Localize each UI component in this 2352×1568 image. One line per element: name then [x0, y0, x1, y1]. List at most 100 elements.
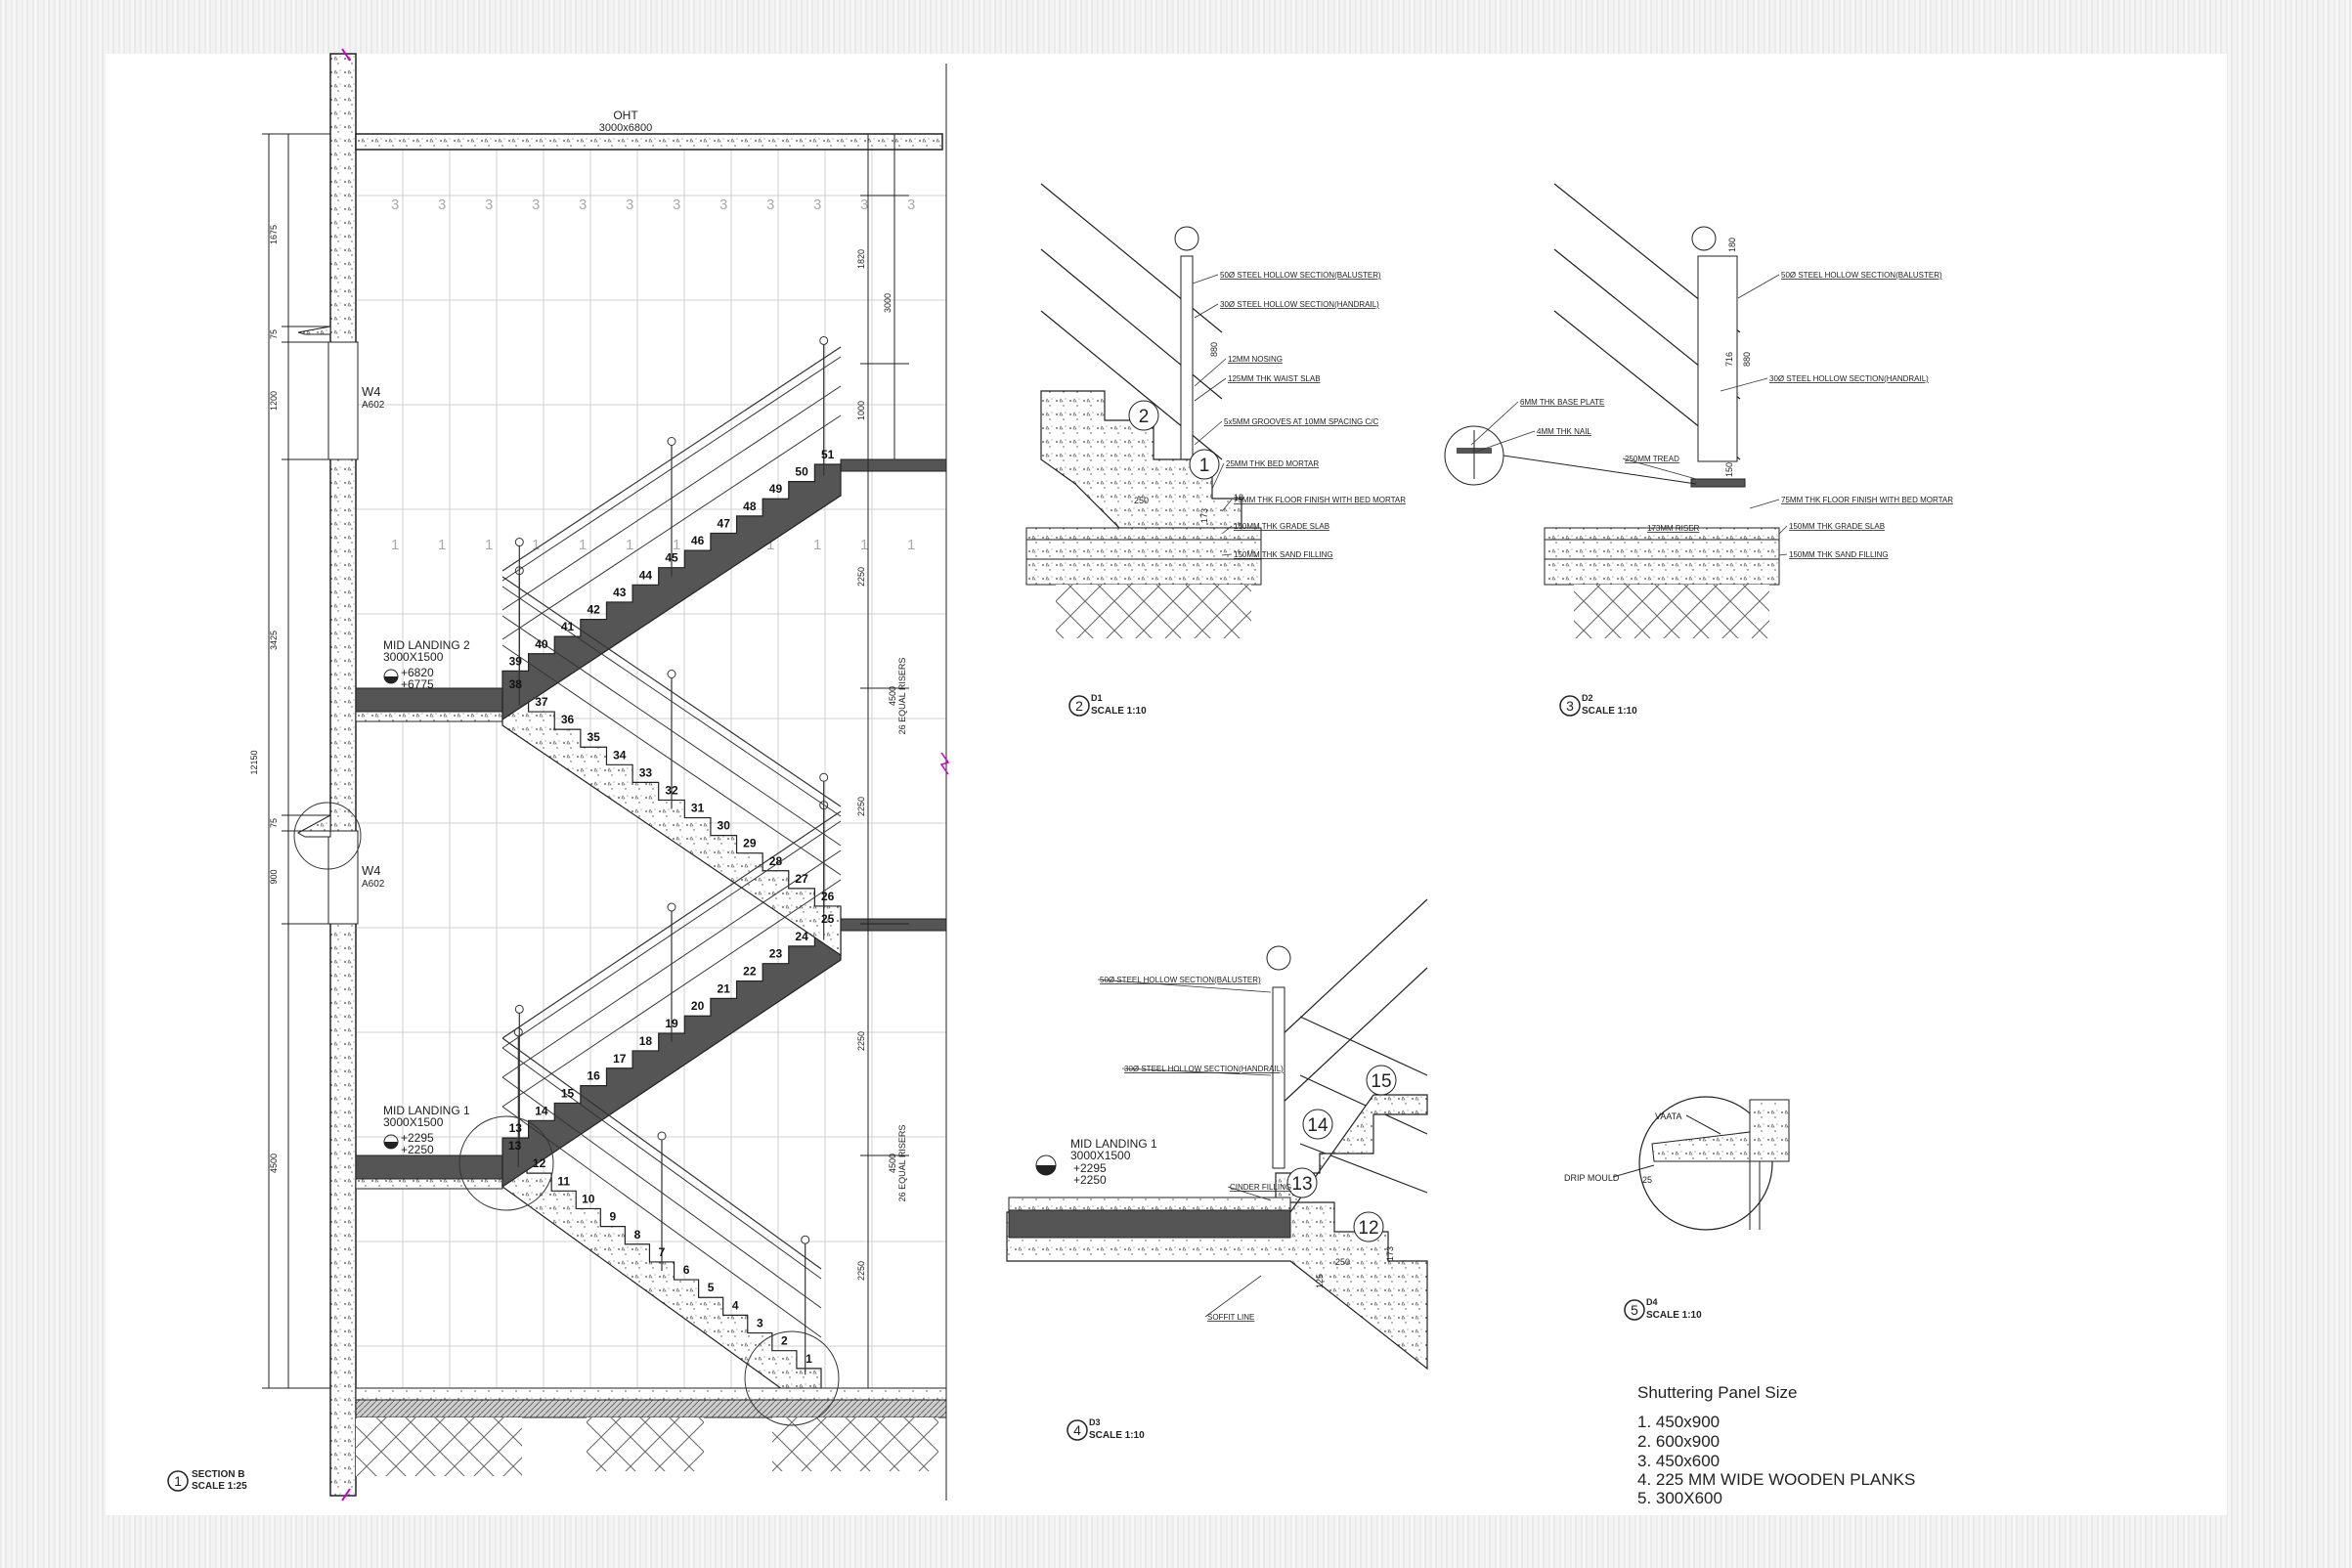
step-number: 5	[708, 1281, 715, 1294]
step-number: 3	[757, 1317, 763, 1330]
shuttering-item-1: 1. 450x900	[1637, 1413, 1720, 1431]
step-number: 30	[718, 819, 731, 833]
step-number: 22	[743, 965, 757, 979]
step-number: 34	[613, 748, 627, 762]
baluster-knob	[667, 437, 676, 446]
left-dimension-lines	[262, 133, 330, 1389]
right-dimensions: 1820 3000 1000 2250 2250 2250 2250 4500 …	[856, 249, 907, 1281]
leader-line	[1622, 457, 1697, 480]
d3-step-callout-14	[1302, 1109, 1333, 1140]
grade-slab	[355, 1399, 947, 1418]
leader-line	[1194, 420, 1223, 446]
left-dim-3: 3425	[269, 631, 279, 650]
grid-number-top: 3	[673, 196, 680, 213]
d3-baluster	[1272, 986, 1285, 1169]
detail-label: 173MM RISER	[1647, 524, 1700, 533]
shuttering-item-4: 4. 225 MM WIDE WOODEN PLANKS	[1637, 1470, 1915, 1489]
leader-line	[1737, 274, 1780, 299]
d2-scale: SCALE 1:10	[1582, 706, 1637, 717]
leader-line	[1192, 274, 1219, 284]
detail-label: 25MM THK BED MORTAR	[1226, 459, 1319, 468]
d1-title-num: 2	[1075, 698, 1083, 714]
baluster-knob	[667, 670, 676, 678]
break-marker-bottom	[341, 1488, 351, 1502]
detail-label: 150MM THK GRADE SLAB	[1789, 522, 1885, 531]
step-number: 29	[743, 837, 757, 850]
leader-line	[1221, 553, 1233, 556]
d1-dim-173: 173	[1199, 508, 1209, 523]
step-number: 15	[561, 1086, 575, 1100]
shuttering-item-2: 2. 600x900	[1637, 1432, 1720, 1451]
leader-line	[1227, 1186, 1272, 1201]
d1-ref: D1	[1091, 693, 1103, 703]
baluster-knob	[819, 772, 829, 782]
right-dimension-lines	[860, 134, 909, 1389]
detail-label: 75MM THK FLOOR FINISH WITH BED MORTAR	[1234, 496, 1406, 504]
d3-step-15: 15	[1371, 1071, 1391, 1092]
stair-flight	[501, 693, 842, 957]
break-marker-top	[341, 48, 351, 62]
detail-label: 150MM THK GRADE SLAB	[1234, 522, 1329, 531]
detail-label: SOFFIT LINE	[1207, 1313, 1254, 1322]
grid-number-top: 3	[579, 196, 587, 213]
stair-flight	[501, 463, 842, 721]
level-marker-2-fill	[384, 676, 398, 683]
level-marker-1-fill	[384, 1142, 398, 1149]
step-number: 32	[665, 783, 678, 797]
right-dim-0: 1820	[856, 249, 866, 269]
d3-landing-level-a: +2295	[1073, 1161, 1107, 1175]
leader-line	[1778, 525, 1788, 535]
detail-d1: 2 1 50Ø STEEL HOLLOW SECTION(BALUSTER)30…	[1025, 183, 1406, 717]
d1-floor-finish	[1025, 527, 1262, 541]
d2-callout-leader	[1503, 455, 1697, 485]
d1-sand-filling	[1025, 558, 1262, 586]
step-number: 49	[769, 482, 783, 496]
step-number: 18	[639, 1034, 653, 1048]
step-number: 23	[769, 947, 783, 961]
grid-number-top: 3	[907, 196, 915, 213]
chajja-lower	[296, 814, 331, 838]
top-landing-slab	[840, 458, 947, 472]
step-number: 46	[691, 534, 705, 547]
mid-landing-2-level-b: +6775	[401, 677, 434, 691]
d4-drip-leader	[1612, 1164, 1655, 1178]
d1-labels: 50Ø STEEL HOLLOW SECTION(BALUSTER)30Ø ST…	[1192, 271, 1406, 559]
risers-upper-value: 4500	[888, 686, 897, 706]
section-b-scale: SCALE 1:25	[192, 1481, 247, 1492]
d1-dim-18: 18	[1234, 493, 1243, 502]
leader-line	[1475, 430, 1536, 453]
d4-dim-25: 25	[1642, 1175, 1652, 1185]
detail-label: 50Ø STEEL HOLLOW SECTION(BALUSTER)	[1100, 976, 1261, 984]
d3-landing-slab	[1008, 1209, 1291, 1239]
d3-step-13: 13	[1291, 1174, 1312, 1195]
detail-label: 30Ø STEEL HOLLOW SECTION(HANDRAIL)	[1769, 374, 1929, 383]
d2-earth	[1574, 585, 1769, 638]
step-number: 10	[582, 1192, 595, 1205]
leader-line	[1221, 499, 1233, 512]
left-dim-5: 900	[269, 869, 279, 884]
d1-earth	[1056, 585, 1251, 638]
step-number: 14	[535, 1104, 548, 1117]
right-dim-3: 2250	[856, 567, 866, 587]
mid-landing-2-slab	[355, 687, 503, 713]
grid-number-mid: 1	[673, 537, 680, 553]
mid-landing-2-level-a: +6820	[401, 666, 434, 679]
step-number: 42	[587, 603, 600, 617]
step-number: 2	[781, 1334, 788, 1348]
right-dim-1: 3000	[883, 293, 893, 313]
detail-callout-d3	[458, 1115, 554, 1211]
step-number: 19	[665, 1017, 678, 1030]
grid-number-mid: 1	[485, 537, 493, 553]
leader-line	[1121, 1067, 1272, 1076]
d1-scale: SCALE 1:10	[1091, 706, 1147, 717]
step-number: 13	[508, 1139, 522, 1153]
leader-line	[1194, 358, 1227, 387]
right-dim-6: 2250	[856, 1261, 866, 1281]
d4-vaata-leader	[1685, 1114, 1721, 1135]
d2-dim-150: 150	[1724, 462, 1734, 477]
window-opening-upper	[327, 341, 359, 460]
w4-upper-label: W4	[362, 384, 381, 399]
right-dim-5: 2250	[856, 1031, 866, 1051]
step-number: 27	[795, 872, 808, 886]
